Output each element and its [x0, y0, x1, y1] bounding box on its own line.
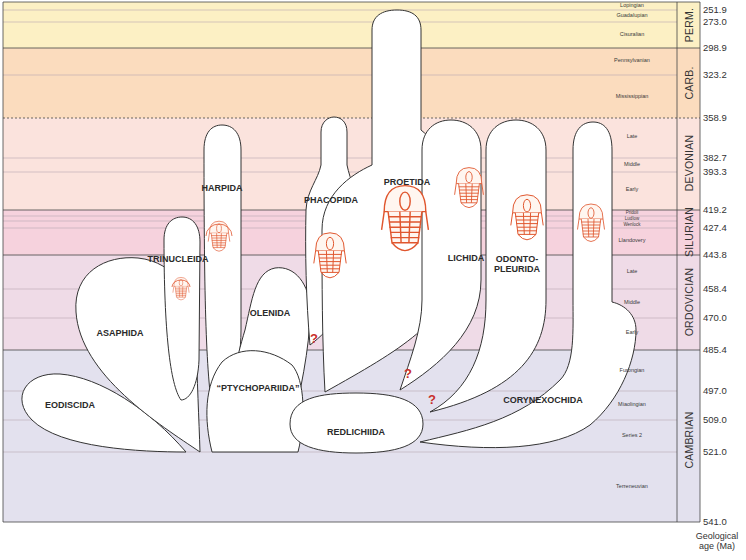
period-name: PERM. [684, 8, 695, 42]
period-name: CARB. [684, 66, 695, 99]
period-line [3, 48, 700, 49]
epoch-name: Mississippian [616, 94, 649, 100]
epoch-name: Late [627, 269, 638, 275]
age-number: 485.4 [703, 345, 727, 355]
epoch-line [3, 22, 677, 23]
age-number: 443.8 [703, 250, 727, 260]
age-number: 497.0 [703, 386, 727, 396]
age-number: 541.0 [703, 517, 727, 527]
blob-shape [430, 120, 546, 412]
age-number: 251.9 [703, 5, 727, 15]
age-number: 419.2 [703, 205, 727, 215]
order-blob: TRINUCLEIDA [160, 214, 204, 404]
period-name: ORDOVICIAN [684, 268, 695, 337]
period-lines [3, 2, 700, 522]
period-name: DEVONIAN [684, 135, 695, 191]
uncertain-mark: ? [310, 332, 318, 345]
epoch-name: Furongian [620, 368, 645, 374]
blob-outline [160, 214, 204, 404]
period-line [3, 118, 700, 119]
order-name: LICHIDA [448, 253, 485, 263]
age-number: 393.3 [703, 167, 727, 177]
order-name: “PTYCHOPARIIDA” [217, 383, 300, 393]
blob-outline [200, 340, 310, 456]
age-number: 458.4 [703, 284, 727, 294]
order-name: PROETIDA [384, 177, 431, 187]
period-line [3, 522, 700, 523]
axis-title: Geological age (Ma) [689, 531, 745, 552]
blob-shape [290, 393, 423, 453]
age-number: 427.4 [703, 223, 727, 233]
epoch-name: Guadalupian [616, 13, 647, 19]
blob-outline [286, 390, 426, 456]
axis-line [3, 2, 4, 522]
order-name: EODISCIDA [45, 400, 95, 410]
epoch-name: Lopingian [620, 3, 644, 9]
order-blob: REDLICHIIDA [286, 390, 426, 456]
carboniferous-band [3, 48, 700, 118]
age-number: 382.7 [703, 153, 727, 163]
epoch-name: Llandovery [619, 238, 646, 244]
age-number: 509.0 [703, 415, 727, 425]
epoch-name: Pennsylvanian [614, 58, 650, 64]
epoch-name: Terreneuvian [616, 484, 648, 490]
age-number: 298.9 [703, 43, 727, 53]
period-line [3, 2, 700, 3]
epoch-name: Cisuralian [620, 32, 644, 38]
age-number: 273.0 [703, 17, 727, 27]
order-name: REDLICHIIDA [327, 427, 385, 437]
epoch-name: Miaolingian [618, 402, 646, 408]
order-name: OLENIDA [250, 308, 291, 318]
order-blob: LICHIDA [396, 116, 486, 394]
blob-shape [207, 351, 303, 452]
epoch-lines [3, 10, 677, 452]
order-name: TRINUCLEIDA [148, 254, 209, 264]
blob-shape [420, 122, 636, 448]
period-name: CAMBRIAN [684, 411, 695, 468]
order-name: ASAPHIDA [96, 328, 143, 338]
uncertain-mark: ? [428, 393, 436, 406]
order-blob: ODONTO- PLEURIDA [426, 116, 550, 416]
order-name: CORYNEXOCHIDA [503, 395, 583, 405]
age-number: 358.9 [703, 113, 727, 123]
order-name: PHACOPIDA [304, 195, 358, 205]
blob-outline [414, 118, 640, 458]
epoch-name: Late [627, 134, 638, 140]
age-number: 323.2 [703, 70, 727, 80]
blob-shape [164, 217, 200, 400]
epoch-name: Pridoli [626, 211, 639, 216]
order-blob: “PTYCHOPARIIDA” [200, 340, 310, 456]
epoch-name: Early [626, 187, 639, 193]
order-name: HARPIDA [201, 183, 242, 193]
uncertain-mark: ? [404, 367, 412, 380]
epoch-name: Wenlock [623, 222, 640, 227]
period-name: SILURIAN [684, 207, 695, 257]
epoch-name: Early [626, 330, 639, 336]
axis-line [700, 2, 701, 522]
age-number: 470.0 [703, 313, 727, 323]
order-name: ODONTO- PLEURIDA [491, 254, 543, 275]
epoch-line [3, 75, 677, 76]
epoch-name: Middle [624, 162, 640, 168]
order-blob: CORYNEXOCHIDA [414, 118, 640, 458]
epoch-name: Ludlow [625, 216, 639, 221]
age-number: 521.0 [703, 447, 727, 457]
epoch-name: Series 2 [622, 433, 642, 439]
epoch-line [3, 10, 677, 11]
permian-band [3, 2, 700, 48]
axis-line [677, 2, 678, 522]
epoch-name: Middle [624, 300, 640, 306]
